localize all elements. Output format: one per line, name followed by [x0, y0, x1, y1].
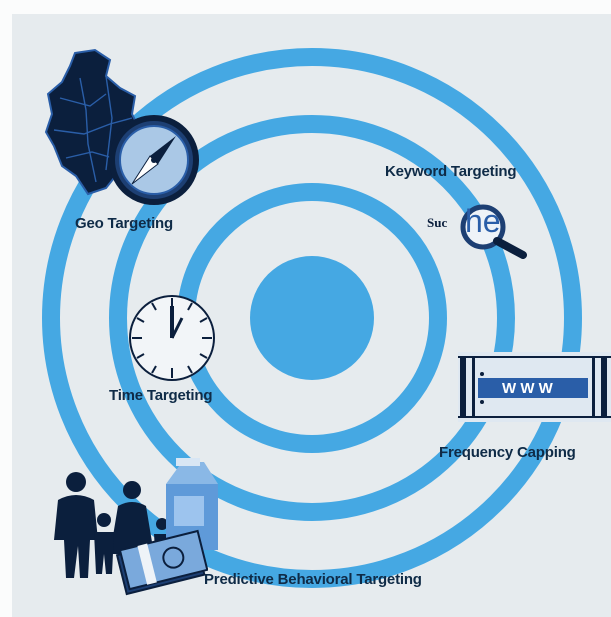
keyword-targeting-label: Keyword Targeting: [385, 163, 517, 180]
predictive-behavioral-targeting-label: Predictive Behavioral Targeting: [204, 571, 422, 588]
search-word-magnified: he: [465, 203, 501, 239]
left-border: [0, 0, 12, 617]
magnifier-icon: Suc he: [425, 203, 535, 259]
time-targeting-label: Time Targeting: [109, 387, 213, 404]
frequency-capping-label: Frequency Capping: [439, 444, 576, 461]
url-text: W W W: [502, 380, 553, 397]
money-stack-icon: [115, 529, 208, 596]
clock-icon: [129, 295, 215, 381]
top-border: [0, 0, 611, 14]
geo-targeting-label: Geo Targeting: [75, 215, 173, 232]
film-strip-icon: W W W: [458, 352, 611, 422]
middle-ring: [109, 115, 515, 521]
search-word-prefix: Suc: [427, 215, 448, 230]
outer-ring: [42, 48, 582, 588]
bullseye-center: [250, 256, 374, 380]
compass-icon: [109, 115, 199, 205]
